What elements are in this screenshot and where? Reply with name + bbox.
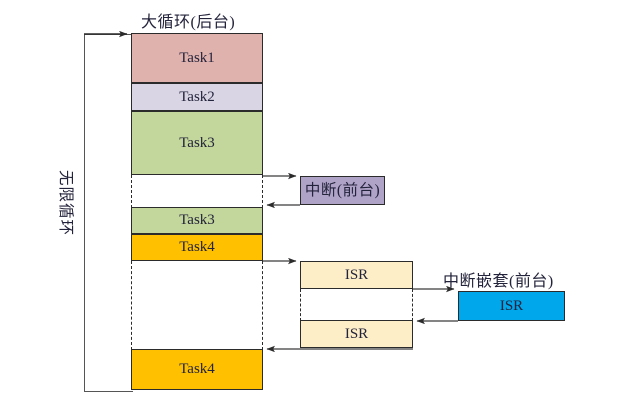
dashed-guide-isr-left xyxy=(300,289,301,321)
task-block-task4-second[interactable]: Task4 xyxy=(131,349,263,390)
task-block-task2[interactable]: Task2 xyxy=(131,83,263,111)
dashed-guide-left-upper xyxy=(131,175,132,208)
task-block-label: Task1 xyxy=(179,49,215,66)
dashed-guide-isr-right xyxy=(412,289,413,321)
task-block-label: Task2 xyxy=(179,88,215,105)
task-block-task1[interactable]: Task1 xyxy=(131,33,263,83)
infinite-loop-bracket xyxy=(84,34,133,392)
isr-block-second[interactable]: ISR xyxy=(300,320,413,348)
infinite-loop-label: 无限循环 xyxy=(57,170,74,237)
task-block-label: Task3 xyxy=(179,212,215,228)
isr-block-label: ISR xyxy=(344,266,369,283)
task-block-task3-second[interactable]: Task3 xyxy=(131,207,263,234)
dashed-guide-right-lower xyxy=(262,261,263,350)
isr-block-label: ISR xyxy=(344,325,369,342)
task-block-label: Task4 xyxy=(179,239,215,255)
task-block-task4-first[interactable]: Task4 xyxy=(131,234,263,261)
task-block-label: Task3 xyxy=(179,134,215,151)
interrupt-box-label: 中断(前台) xyxy=(304,181,381,199)
task-block-task3-first[interactable]: Task3 xyxy=(131,111,263,175)
nested-interrupt-title-label: 中断嵌套(前台) xyxy=(443,273,554,290)
isr-block-first[interactable]: ISR xyxy=(300,261,413,289)
background-title-label: 大循环(后台) xyxy=(141,14,236,31)
task-block-label: Task4 xyxy=(179,361,215,377)
nested-isr-block[interactable]: ISR xyxy=(458,291,565,321)
nested-isr-label: ISR xyxy=(499,297,524,314)
dashed-guide-right-upper xyxy=(262,175,263,208)
dashed-guide-left-lower xyxy=(131,261,132,350)
interrupt-box[interactable]: 中断(前台) xyxy=(300,176,385,205)
